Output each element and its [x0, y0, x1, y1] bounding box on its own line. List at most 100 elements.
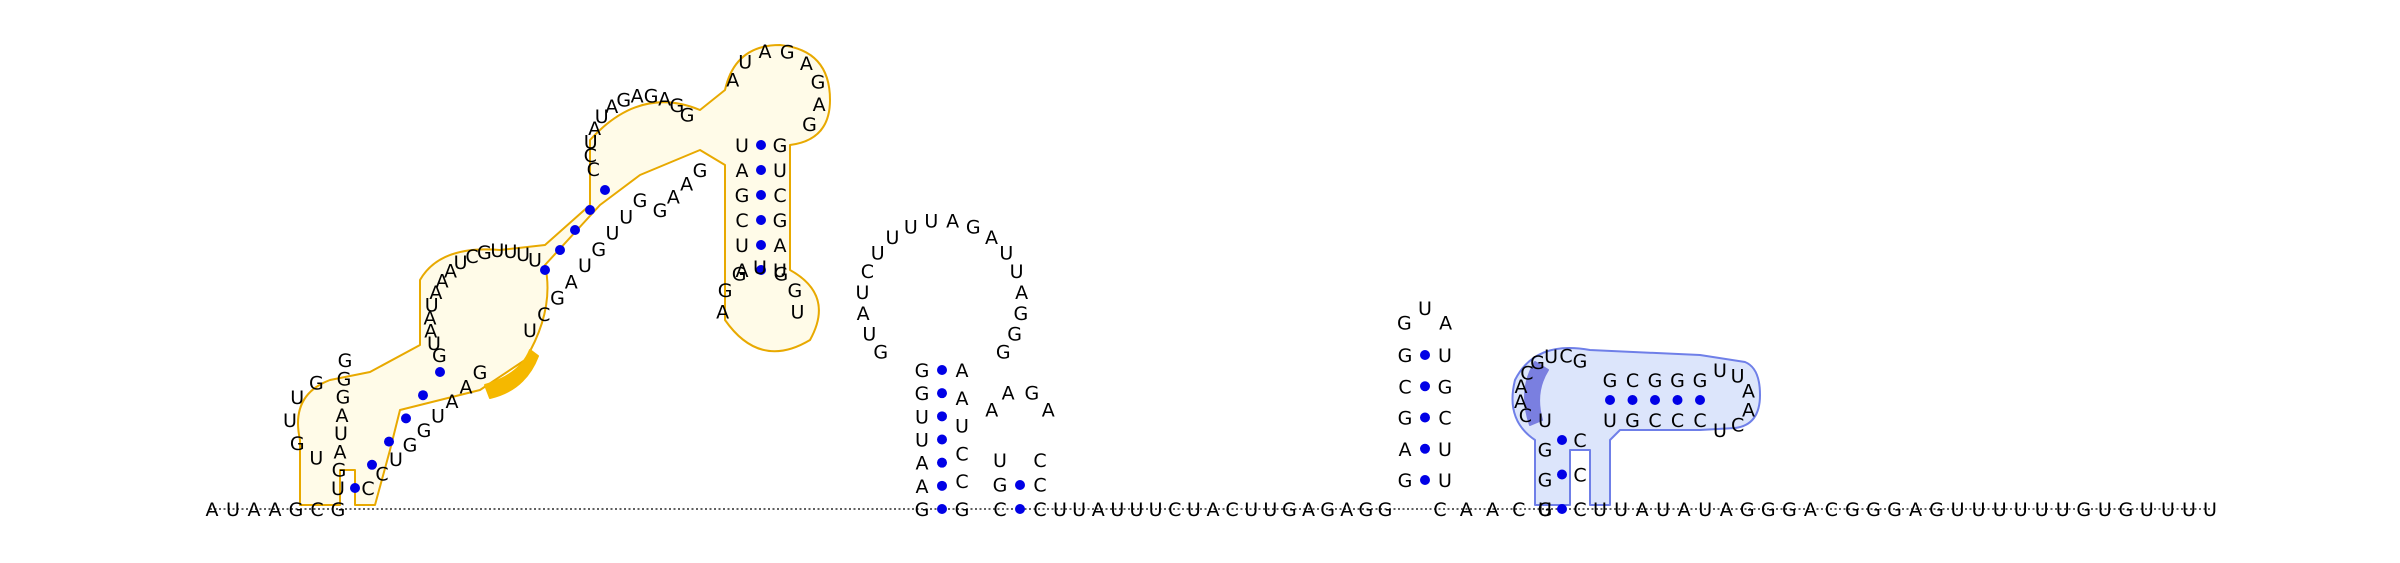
tail-3-12: G — [1845, 499, 1860, 521]
tail-3-20: U — [2014, 499, 2028, 521]
tail-5-1: U — [226, 499, 240, 521]
hairpin-a-stem-left-0: G — [915, 360, 930, 382]
domain-outline-yellow — [297, 44, 831, 506]
hairpin-b-left-4: G — [1398, 470, 1413, 492]
helix2-right-3: A — [565, 271, 578, 293]
helix2-extra-3: G — [693, 160, 708, 182]
linker-14: G — [1320, 499, 1335, 521]
helix1-left-1: G — [332, 460, 347, 482]
hairpin-s-loop-3: A — [1042, 400, 1055, 422]
linker-2-2: A — [1486, 499, 1499, 521]
tail-3-3: U — [1656, 499, 1670, 521]
pk-bottom-4: C — [1693, 410, 1706, 432]
helix3-top-7: G — [802, 114, 817, 136]
hairpin-a-loop-16: G — [1007, 323, 1022, 345]
hairpin-b-loop-2: A — [1439, 312, 1452, 334]
tail-3-0: U — [1593, 499, 1607, 521]
hairpin-s-right-1: C — [1033, 475, 1046, 497]
pk-top-3: G — [1670, 370, 1685, 392]
pk-top-4: G — [1693, 370, 1708, 392]
hairpin-a-stem-left-4: A — [916, 453, 929, 475]
pk-end-1: U — [1731, 366, 1745, 388]
hairpin-a-stem-right-0: A — [956, 360, 969, 382]
helix3-bottom-1: G — [718, 280, 733, 302]
linker-5: U — [1149, 499, 1163, 521]
linker-7: U — [1187, 499, 1201, 521]
helix2-right-1: C — [537, 304, 550, 326]
hairpin-s-right-0: C — [1033, 450, 1046, 472]
tail-3-13: G — [1866, 499, 1881, 521]
helix2-extra-0: G — [653, 200, 668, 222]
linker-9: C — [1225, 499, 1238, 521]
hairpin-a-stem-left-3: U — [915, 430, 929, 452]
base-pair-dot — [418, 390, 428, 401]
helix2-loop-8: G — [644, 85, 659, 107]
base-pair-dot — [1420, 443, 1430, 454]
pk-end-2: A — [1742, 381, 1755, 403]
tail-3-18: U — [1972, 499, 1986, 521]
tail-3-21: U — [2035, 499, 2049, 521]
helix1-right-4: G — [417, 420, 432, 442]
hairpin-a-loop-12: U — [999, 242, 1013, 264]
helix2-left-7: A — [444, 261, 457, 283]
hairpin-s-right-2: C — [1033, 499, 1046, 521]
linker-17: G — [1378, 499, 1393, 521]
helix2-extra-2: A — [680, 173, 693, 195]
pk-loop-6: C — [1559, 345, 1572, 367]
base-pair-dot — [937, 388, 947, 399]
base-pair-dot — [1015, 504, 1025, 514]
linker-2-3: C — [1512, 499, 1525, 521]
helix2-left-10: G — [477, 242, 492, 264]
base-pair-dot — [1420, 475, 1430, 485]
helix3-bottom-6: U — [790, 302, 804, 324]
helix1-left-0: U — [331, 478, 345, 500]
pk-end-3: A — [1742, 399, 1755, 421]
base-pair-dot — [756, 215, 766, 225]
base-pair-dot — [1605, 395, 1615, 405]
hairpin-b-right-3: U — [1438, 439, 1452, 461]
helix3-right-1: U — [773, 160, 787, 182]
hairpin-a-stem-right-5: G — [955, 499, 970, 521]
base-pair-dot — [756, 140, 766, 150]
helix2-loop-6: G — [616, 89, 631, 111]
base-pair-dot — [585, 205, 595, 215]
tail-3-28: U — [2182, 499, 2196, 521]
pk-left-1: G — [1538, 440, 1553, 462]
helix2-loop-10: G — [670, 95, 685, 117]
base-pair-dot — [937, 480, 947, 491]
hairpin-b-left-2: G — [1398, 408, 1413, 430]
helix3-top-0: A — [726, 70, 739, 92]
hairpin-s-loop-0: A — [985, 400, 998, 422]
hairpin-a-loop-5: U — [871, 242, 885, 264]
hairpin-s-left-0: U — [993, 450, 1007, 472]
base-pair-dot — [1557, 469, 1567, 480]
helix2-right-5: G — [591, 239, 606, 261]
pk-loop-2: A — [1515, 376, 1528, 398]
helix2-right-8: G — [633, 190, 648, 212]
base-pair-dot — [1627, 395, 1638, 405]
hairpin-a-loop-0: G — [873, 341, 888, 363]
helix1-right-1: C — [375, 464, 388, 486]
helix1-right-2: U — [389, 449, 403, 471]
base-pair-dot — [937, 504, 947, 514]
hairpin-b-right-1: G — [1438, 376, 1453, 398]
pk-bottom-0: U — [1603, 410, 1617, 432]
helix1-left-6: G — [337, 368, 352, 390]
helix2-extra-1: A — [667, 187, 680, 209]
helix3-left-2: G — [735, 185, 750, 207]
base-pair-dot — [384, 436, 394, 447]
tail-3-26: U — [2140, 499, 2154, 521]
helix3-bottom-4: G — [774, 263, 789, 285]
helix3-top-1: U — [738, 51, 752, 73]
tail-3-11: C — [1825, 499, 1838, 521]
hairpin-b-right-4: U — [1438, 470, 1452, 492]
base-pair-dot — [756, 265, 766, 275]
tail-3-1: U — [1614, 499, 1628, 521]
hairpin-a-stem-left-6: G — [915, 499, 930, 521]
linker-13: A — [1302, 499, 1315, 521]
hairpin-a-loop-17: G — [996, 341, 1011, 363]
base-pair-dot — [937, 457, 947, 468]
helix2-loop-11: G — [680, 105, 695, 127]
pk-top-1: C — [1626, 370, 1639, 392]
